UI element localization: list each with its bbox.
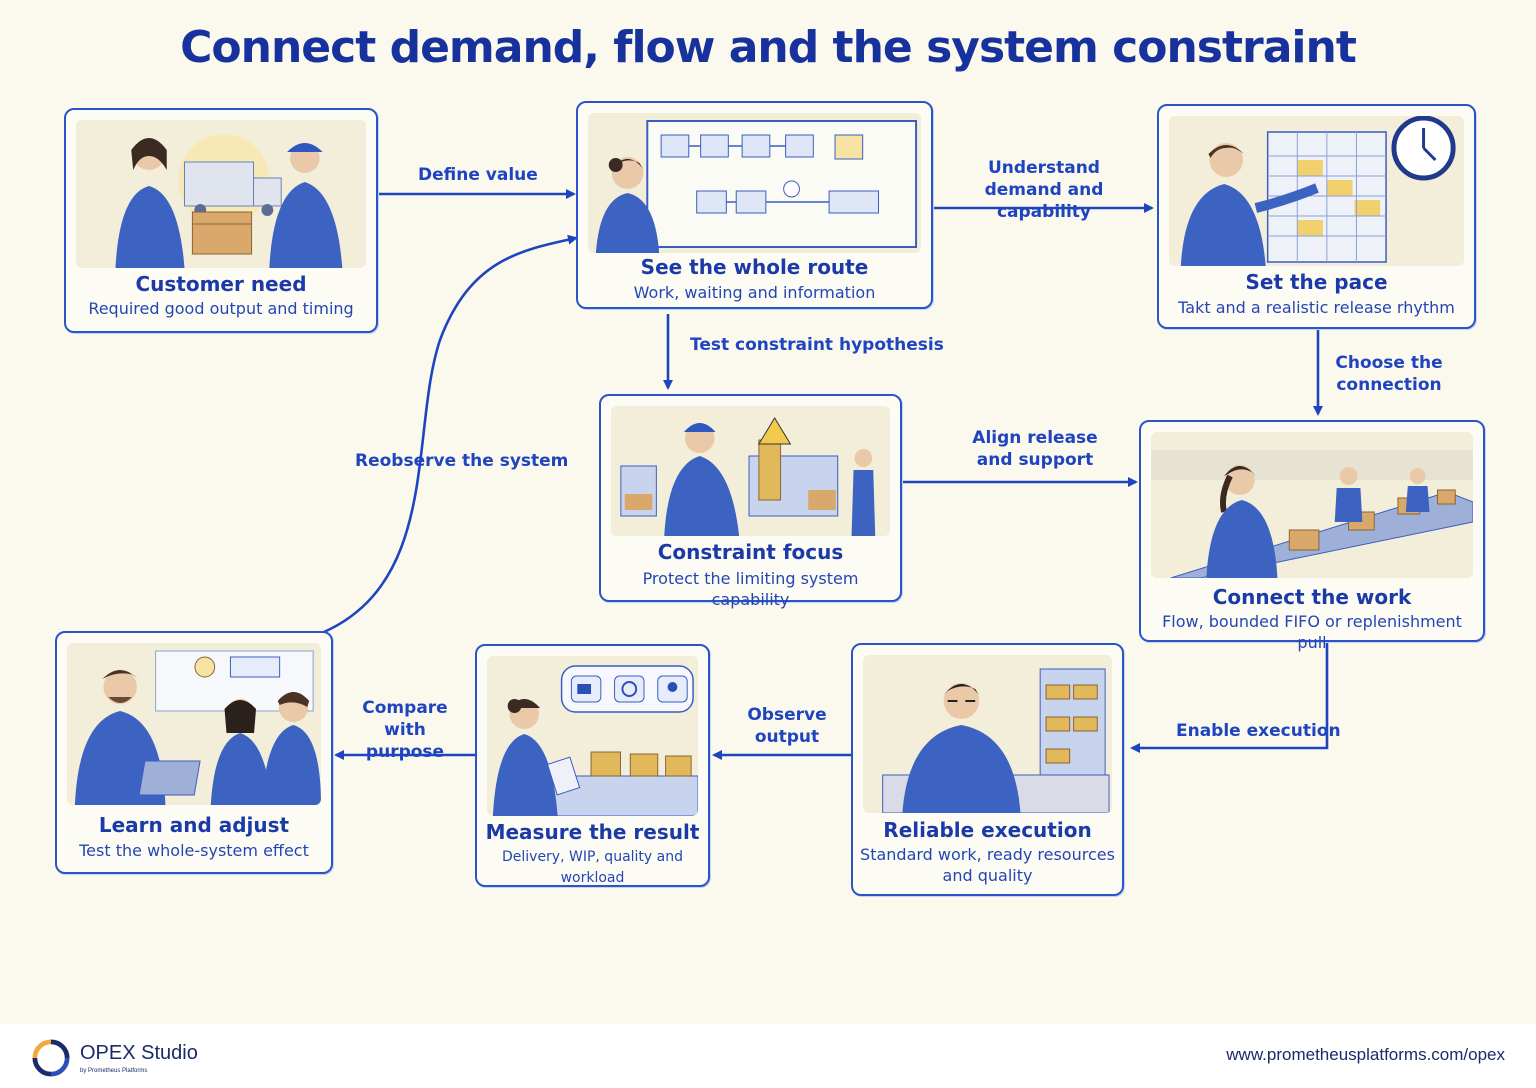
step-customer-need: Customer need Required good output and t… — [64, 108, 378, 333]
label-test-constraint: Test constraint hypothesis — [690, 335, 944, 355]
step-subtitle: Flow, bounded FIFO or replenishment pull — [1162, 612, 1462, 652]
label-choose-connection: Choose the connection — [1335, 353, 1443, 395]
arrow-enable-execution — [1130, 643, 1329, 753]
label-reobserve: Reobserve the system — [355, 451, 569, 471]
conveyor-flow-illustration — [1151, 432, 1473, 578]
label-observe-output: Observe output — [747, 705, 827, 747]
step-title: Constraint focus — [657, 540, 844, 564]
flow-connectors — [323, 189, 1329, 760]
step-subtitle: Protect the limiting system capability — [642, 569, 859, 609]
measurement-illustration — [487, 656, 698, 816]
step-title: Measure the result — [485, 820, 700, 844]
standard-work-illustration — [863, 655, 1112, 813]
brand-subtitle: by Prometheus Platforms — [80, 1068, 148, 1074]
step-subtitle: Takt and a realistic release rhythm — [1178, 298, 1455, 317]
step-learn-and-adjust: Learn and adjust Test the whole-system e… — [55, 631, 333, 874]
step-subtitle: Standard work, ready resources and quali… — [860, 845, 1115, 885]
label-compare-purpose: Compare with purpose — [362, 698, 448, 762]
step-constraint-focus: Constraint focus Protect the limiting sy… — [599, 394, 902, 609]
step-title: Connect the work — [1212, 585, 1412, 609]
step-title: Customer need — [135, 272, 307, 296]
customer-handoff-illustration — [76, 120, 366, 268]
step-set-the-pace: Set the pace Takt and a realistic releas… — [1157, 104, 1476, 329]
takt-board-illustration — [1169, 116, 1464, 266]
step-title: Reliable execution — [883, 818, 1092, 842]
step-reliable-execution: Reliable execution Standard work, ready … — [851, 643, 1124, 896]
step-subtitle: Delivery, WIP, quality and workload — [501, 849, 683, 886]
page-title: Connect demand, flow and the system cons… — [180, 22, 1357, 73]
step-see-whole-route: See the whole route Work, waiting and in… — [576, 101, 933, 309]
step-subtitle: Work, waiting and information — [633, 283, 876, 302]
constraint-machine-illustration — [611, 406, 890, 536]
step-connect-the-work: Connect the work Flow, bounded FIFO or r… — [1139, 420, 1485, 652]
label-align-release: Align release and support — [972, 428, 1098, 470]
step-title: Set the pace — [1245, 270, 1388, 294]
step-title: See the whole route — [640, 255, 869, 279]
step-subtitle: Test the whole-system effect — [79, 841, 309, 860]
footer-url[interactable]: www.prometheusplatforms.com/opex — [1226, 1045, 1505, 1064]
step-measure-the-result: Measure the result Delivery, WIP, qualit… — [475, 644, 710, 887]
step-subtitle: Required good output and timing — [88, 299, 354, 318]
footer — [0, 1024, 1536, 1088]
step-title: Learn and adjust — [98, 813, 290, 837]
brand-name: OPEX Studio — [80, 1042, 198, 1064]
arrow-reobserve — [323, 234, 578, 634]
opex-studio-logo-icon — [32, 1039, 70, 1077]
label-understand-demand: Understand demand and capability — [984, 158, 1104, 222]
label-enable-execution: Enable execution — [1176, 721, 1341, 741]
label-define-value: Define value — [418, 165, 538, 185]
team-review-illustration — [67, 643, 321, 805]
value-stream-board-illustration — [588, 113, 921, 253]
